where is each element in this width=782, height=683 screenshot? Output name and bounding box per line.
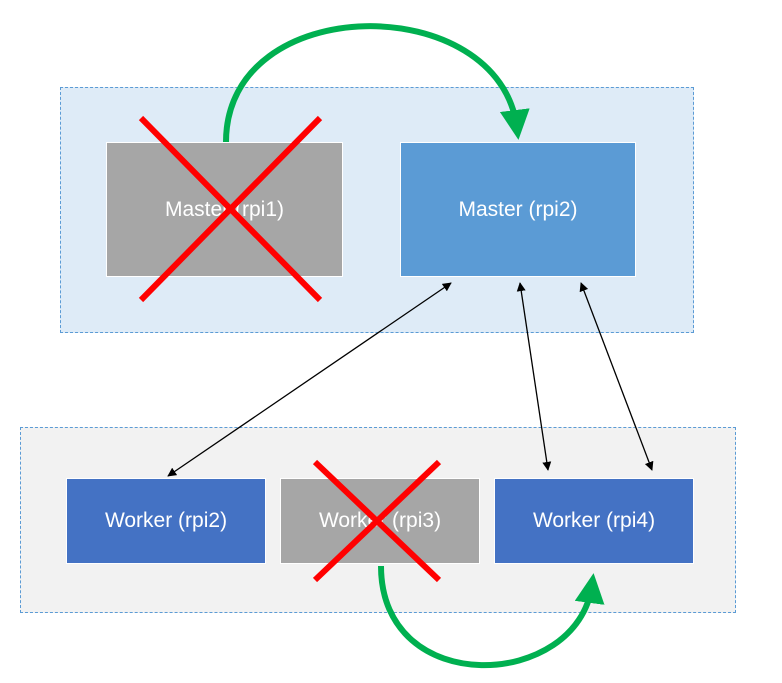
worker-rpi4-label: Worker (rpi4) [532,509,656,532]
master-rpi2-label: Master (rpi2) [458,197,578,221]
master-rpi1-label: Master (rpi1) [164,197,285,221]
master-rpi2-node: Master (rpi2) [400,142,636,277]
worker-rpi3-label: Worker (rpi3) [318,509,442,532]
worker-rpi2-node: Worker (rpi2) [66,478,266,564]
worker-rpi2-label: Worker (rpi2) [104,509,228,532]
master-rpi1-node: Master (rpi1) [106,142,343,277]
worker-rpi4-node: Worker (rpi4) [494,478,694,564]
worker-rpi3-node: Worker (rpi3) [280,478,480,564]
